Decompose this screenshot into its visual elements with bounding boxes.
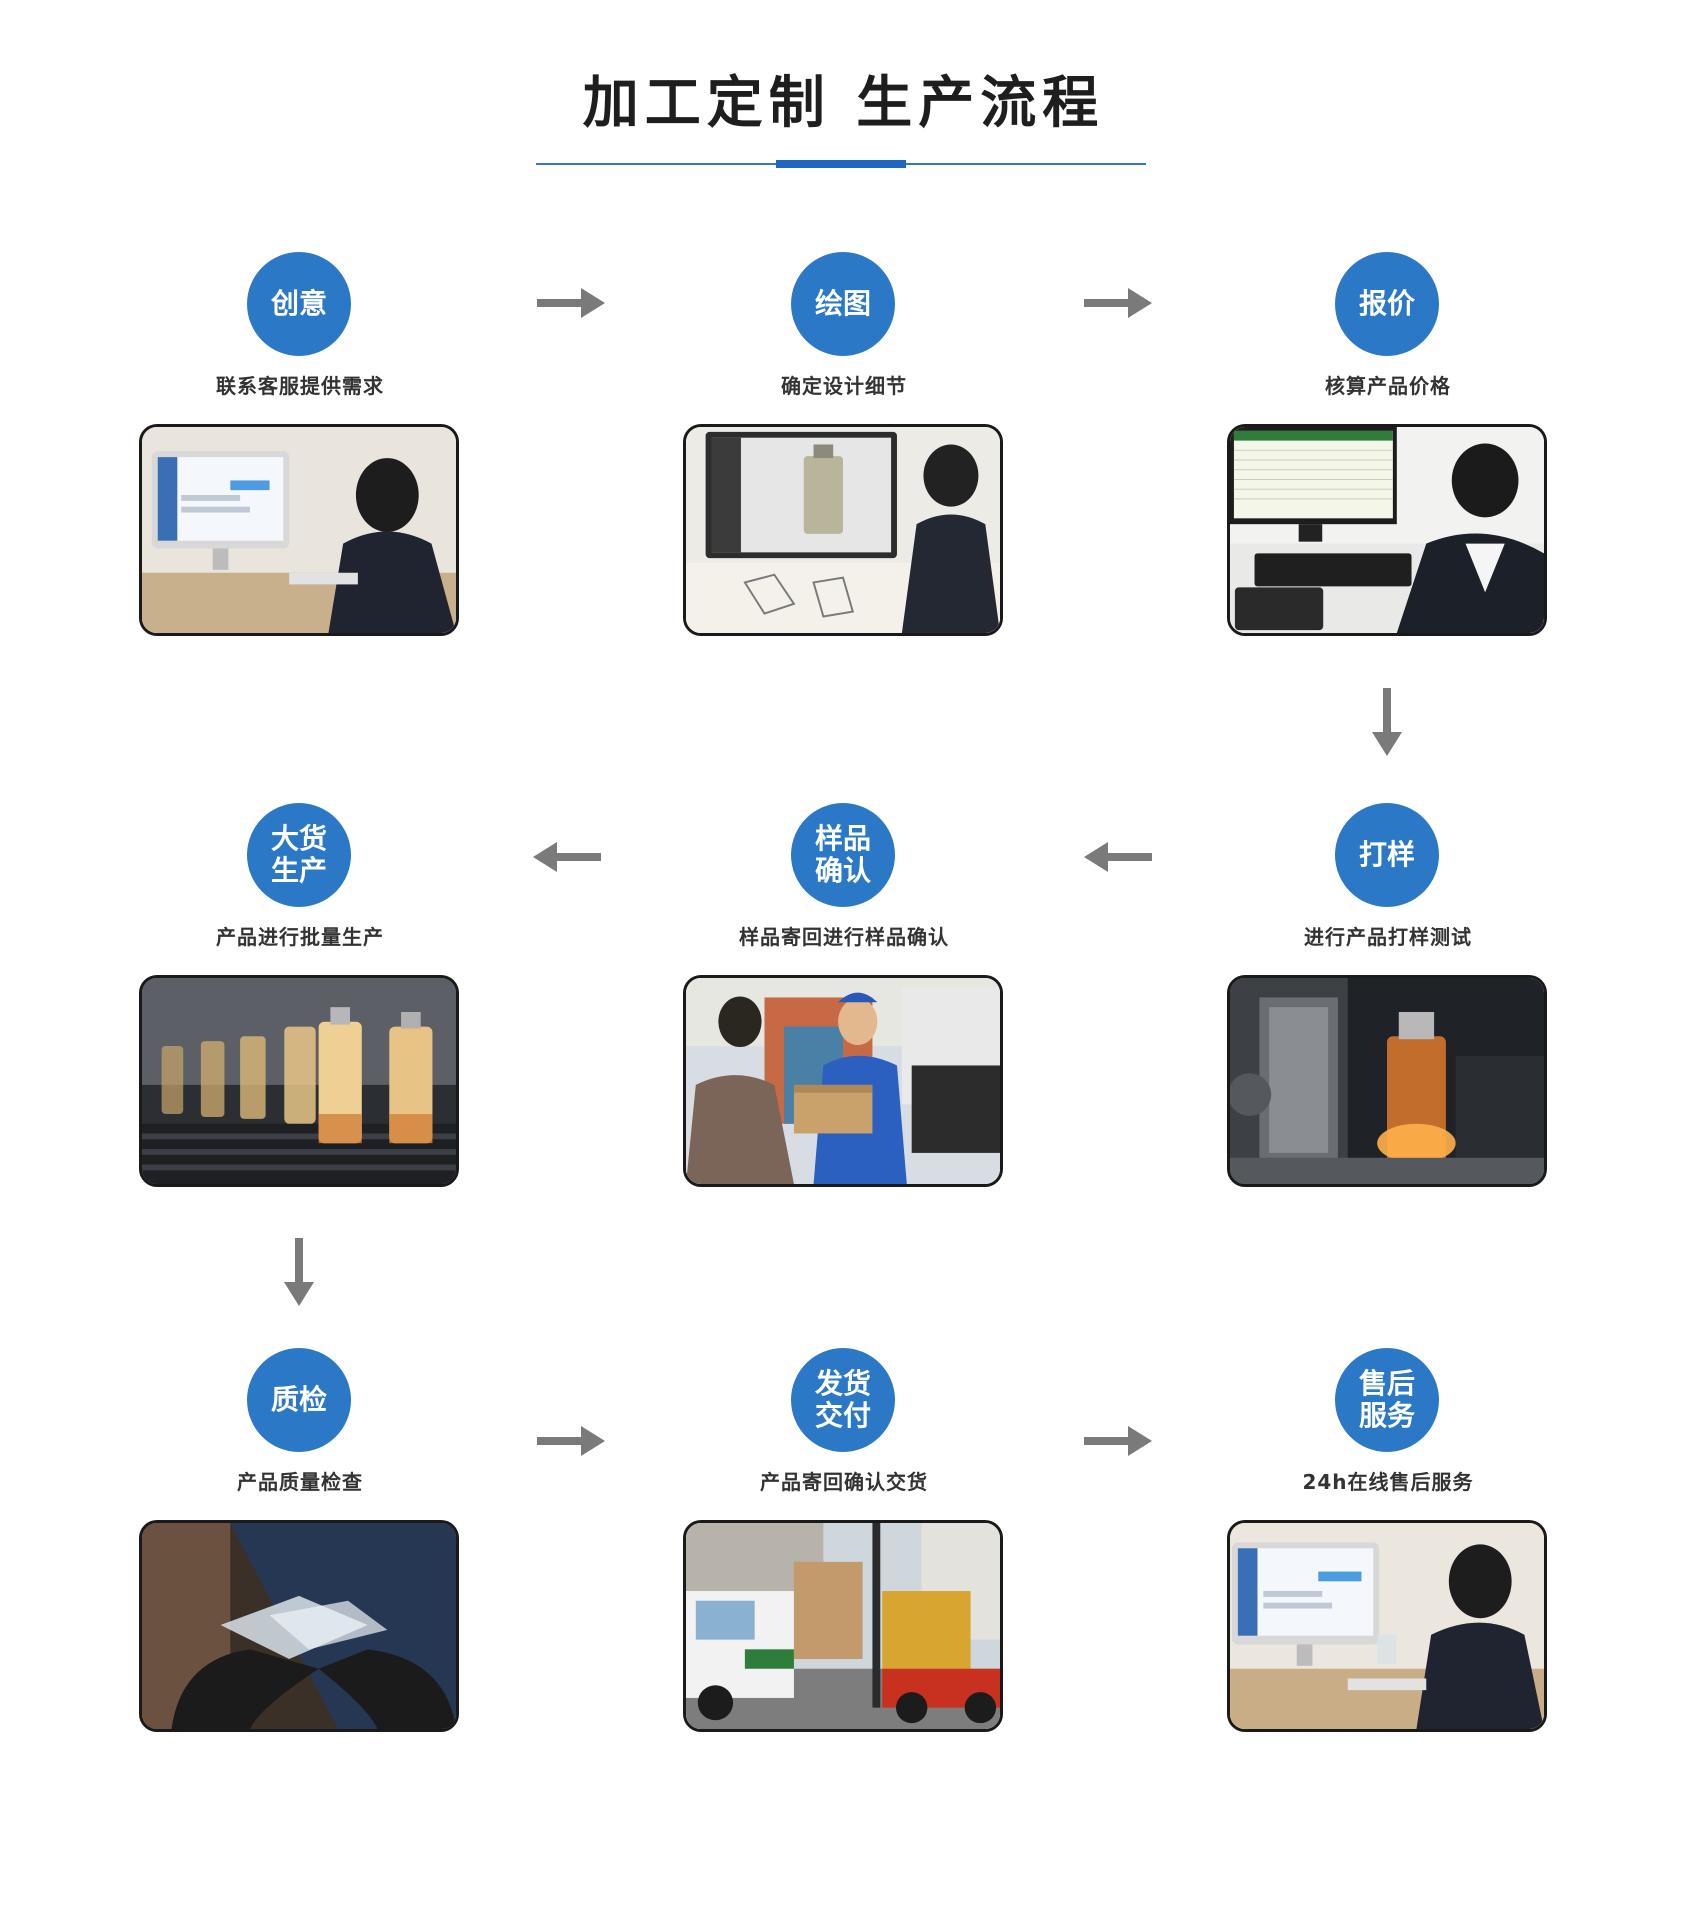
step-label: 售后服务 [1359, 1368, 1415, 1432]
step-label: 发货交付 [815, 1368, 871, 1432]
step-label-line: 样品 [814, 822, 871, 855]
arrow-left-icon [1084, 840, 1152, 874]
arrow-down-icon [1370, 688, 1404, 756]
step-label: 样品确认 [815, 823, 871, 887]
step-description: 联系客服提供需求 [216, 374, 384, 398]
arrow-down-icon [282, 1238, 316, 1306]
page-title: 加工定制 生产流程 [582, 71, 1105, 136]
step-label: 大货生产 [271, 823, 327, 887]
quotation-photo [1227, 424, 1547, 636]
step-description: 进行产品打样测试 [1304, 925, 1472, 949]
step-badge: 大货生产 [247, 803, 351, 907]
step-description: 24h在线售后服务 [1302, 1470, 1474, 1494]
arrow-right-icon [537, 286, 605, 320]
step-label-line: 服务 [1358, 1399, 1415, 1432]
step-badge: 发货交付 [791, 1348, 895, 1452]
after-sales-photo [1227, 1520, 1547, 1732]
step-badge: 售后服务 [1335, 1348, 1439, 1452]
step-label-line: 售后 [1358, 1367, 1415, 1400]
sample-molding-photo [1227, 975, 1547, 1187]
quality-inspection-photo [139, 1520, 459, 1732]
step-description: 产品寄回确认交货 [760, 1470, 928, 1494]
step-label-line: 大货 [270, 822, 327, 855]
arrow-left-icon [533, 840, 601, 874]
mass-production-photo [139, 975, 459, 1187]
step-label-line: 确认 [814, 854, 871, 887]
step-badge: 样品确认 [791, 803, 895, 907]
step-badge: 绘图 [791, 252, 895, 356]
sample-delivery-photo [683, 975, 1003, 1187]
step-description: 核算产品价格 [1325, 374, 1451, 398]
title-underline-accent [776, 160, 906, 168]
shipping-photo [683, 1520, 1003, 1732]
step-label-line: 交付 [814, 1399, 871, 1432]
step-label: 报价 [1358, 287, 1415, 320]
step-label: 打样 [1358, 838, 1415, 871]
step-badge: 打样 [1335, 803, 1439, 907]
step-description: 产品进行批量生产 [216, 925, 384, 949]
step-label-line: 生产 [270, 854, 327, 887]
arrow-right-icon [1084, 286, 1152, 320]
customer-service-photo [139, 424, 459, 636]
arrow-right-icon [1084, 1424, 1152, 1458]
step-badge: 质检 [247, 1348, 351, 1452]
step-description: 产品质量检查 [237, 1470, 363, 1494]
step-description: 样品寄回进行样品确认 [739, 925, 949, 949]
design-drawing-photo [683, 424, 1003, 636]
step-label: 创意 [270, 287, 327, 320]
step-badge: 报价 [1335, 252, 1439, 356]
step-label: 绘图 [814, 287, 871, 320]
step-label: 质检 [270, 1383, 327, 1416]
step-badge: 创意 [247, 252, 351, 356]
arrow-right-icon [537, 1424, 605, 1458]
step-label-line: 发货 [814, 1367, 871, 1400]
step-description: 确定设计细节 [781, 374, 907, 398]
